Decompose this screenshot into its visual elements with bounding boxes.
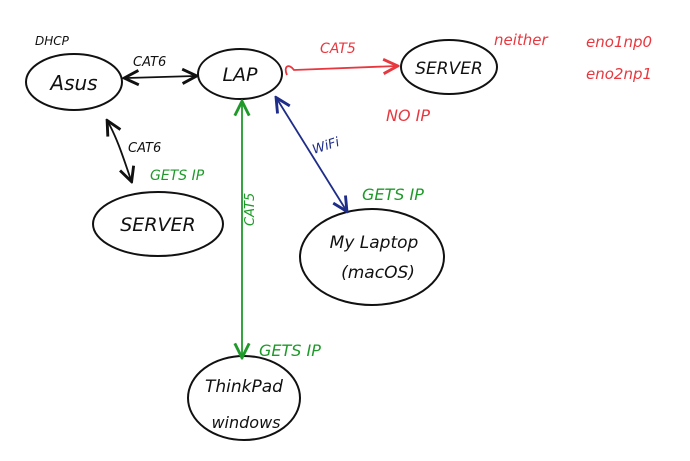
gets-ip-thinkpad-label: GETS IP — [259, 341, 321, 360]
my-laptop-node-label-line2: (macOS) — [341, 263, 415, 283]
cat5-red-label: CAT5 — [320, 41, 356, 57]
asus-lap-cat6-link — [126, 76, 195, 78]
neither-label: neither — [494, 31, 549, 49]
server-top-node-label: SERVER — [415, 59, 483, 79]
lap-laptop-wifi-link — [277, 99, 346, 210]
lap-server-cat5-link — [284, 66, 396, 76]
lap-node-label: LAP — [222, 64, 258, 86]
asus-node-outline — [25, 53, 123, 111]
asus-node-label: Asus — [48, 71, 97, 95]
gets-ip-laptop-label: GETS IP — [362, 185, 424, 204]
server-left-node-label: SERVER — [120, 214, 195, 236]
gets-ip-server-label: GETS IP — [150, 168, 205, 184]
cat6-top-label: CAT6 — [133, 55, 166, 70]
wifi-label: WiFi — [311, 135, 342, 158]
server-top-node-outline — [400, 39, 498, 95]
thinkpad-node-label-line2: windows — [211, 413, 280, 432]
my-laptop-node-label-line1: My Laptop — [330, 233, 419, 253]
cat5-green-label: CAT5 — [243, 193, 258, 226]
eno2-label: eno2np1 — [586, 65, 652, 83]
no-ip-label: NO IP — [386, 106, 430, 125]
dhcp-label: DHCP — [35, 34, 70, 48]
eno1-label: eno1np0 — [586, 33, 652, 51]
cat6-left-label: CAT6 — [128, 141, 161, 156]
my-laptop-node-outline — [299, 208, 445, 306]
asus-server-cat6-link — [108, 122, 131, 180]
thinkpad-node-label-line1: ThinkPad — [205, 377, 283, 397]
server-left-node-outline — [92, 191, 224, 257]
